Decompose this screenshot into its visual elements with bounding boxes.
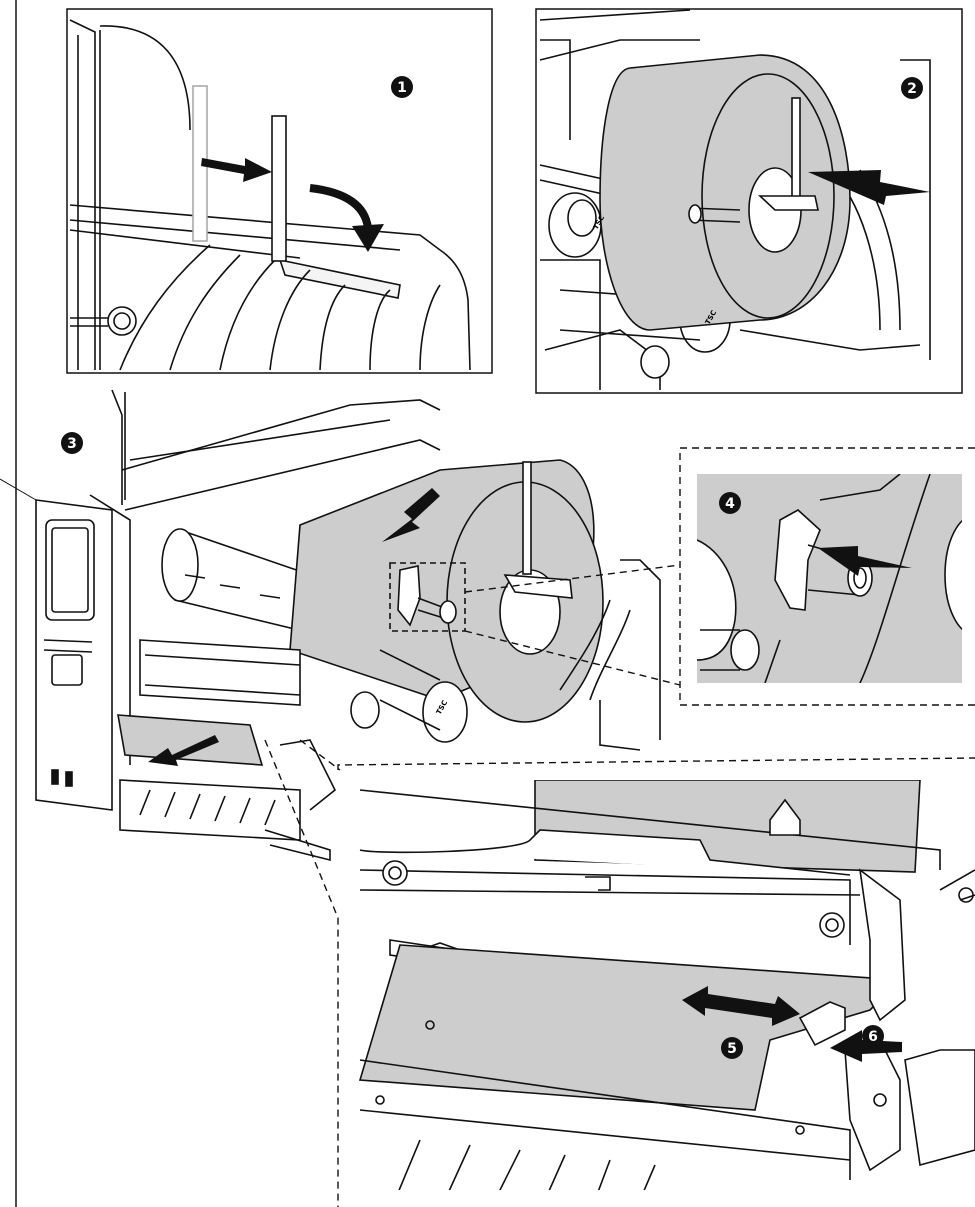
push-arrow (808, 170, 930, 205)
step-marker-5: 5 (721, 1037, 743, 1059)
step-marker-6: 6 (862, 1025, 884, 1047)
svg-text:1: 1 (397, 80, 407, 96)
callout-connector-5 (264, 739, 339, 1207)
guide-adjust-arrow (682, 986, 800, 1026)
step-marker-1: 1 (391, 76, 413, 98)
media-feed-arrow (382, 488, 440, 542)
step-marker-4: 4 (719, 492, 741, 514)
rotate-arrow (309, 184, 372, 229)
panel-2-load-roll: 2 (535, 8, 963, 394)
media-pull-arrow (148, 735, 219, 766)
step-marker-3: 3 (61, 432, 83, 454)
svg-text:4: 4 (725, 496, 735, 512)
svg-text:5: 5 (727, 1041, 737, 1057)
svg-text:2: 2 (907, 81, 917, 97)
step-marker-2: 2 (901, 77, 923, 99)
svg-text:6: 6 (868, 1029, 878, 1045)
svg-text:3: 3 (67, 436, 77, 452)
callout-connector-4 (464, 564, 681, 686)
panel-4-retainer-detail: 4 (679, 447, 975, 706)
slide-arrow (201, 158, 272, 182)
guide-lock-arrow (830, 1030, 902, 1062)
panel-1-paper-guide: 1 (66, 8, 493, 374)
panel-3-printer-overview (35, 389, 661, 862)
retainer-push-arrow (818, 546, 912, 576)
panel-5-media-guide: 5 6 (337, 757, 975, 1190)
